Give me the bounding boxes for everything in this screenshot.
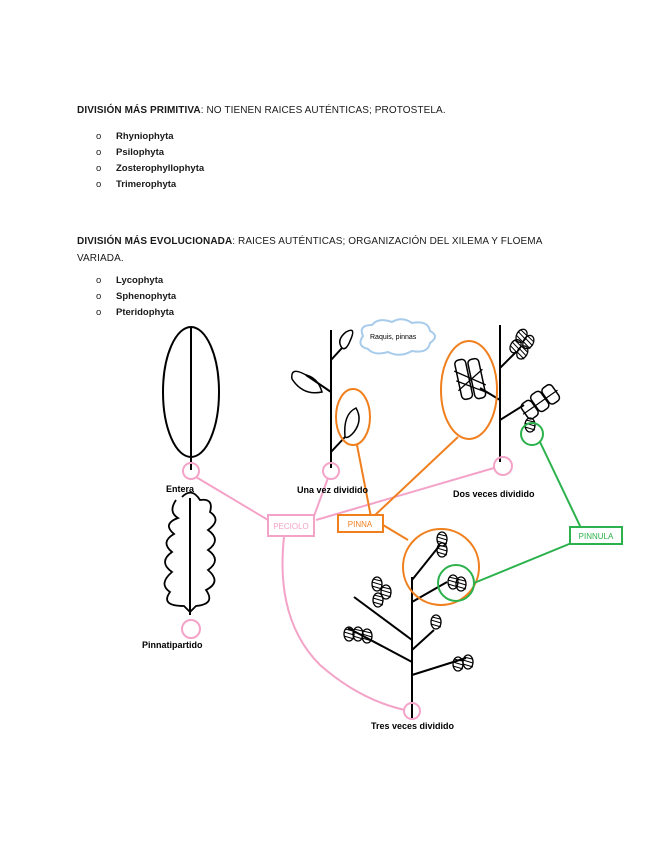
- tag-pinnula: PINNULA: [569, 526, 623, 545]
- pinna-circle-tres-veces: [402, 528, 480, 606]
- list-item: o Pteridophyta: [96, 305, 176, 321]
- list-item: o Zosterophyllophyta: [96, 161, 204, 177]
- pinna-connectors: [335, 340, 498, 606]
- list-item-label: Rhyniophyta: [116, 131, 174, 142]
- bullet-mark: o: [96, 131, 102, 142]
- label-pinnatipartido: Pinnatipartido: [142, 640, 203, 650]
- leaf-una-vez: [291, 329, 360, 468]
- peciolo-connectors: [181, 456, 513, 720]
- leaf-dos-veces: [453, 325, 561, 462]
- bullet-mark: o: [96, 179, 102, 190]
- heading-evolved: DIVISIÓN MÁS EVOLUCIONADA: [77, 236, 233, 247]
- label-dos-veces: Dos veces dividido: [453, 489, 535, 499]
- list-item: o Lycophyta: [96, 273, 176, 289]
- pinnula-connectors: [437, 422, 582, 602]
- list-item-label: Sphenophyta: [116, 291, 177, 302]
- cloud-label: Raquis, pinnas: [370, 334, 417, 341]
- list-item-label: Trimerophyta: [116, 179, 177, 190]
- bullet-mark: o: [96, 307, 102, 318]
- tag-peciolo: PECIOLO: [267, 514, 315, 537]
- cloud-callout: Raquis, pinnas: [359, 318, 436, 356]
- label-una-vez: Una vez dividido: [297, 485, 369, 495]
- list-item-label: Zosterophyllophyta: [116, 163, 205, 174]
- paragraph-primitive: DIVISIÓN MÁS PRIMITIVA: NO TIENEN RAICES…: [77, 105, 597, 116]
- text-primitive: : NO TIENEN RAICES AUTÉNTICAS; PROTOSTEL…: [200, 105, 446, 116]
- bullet-mark: o: [96, 291, 102, 302]
- peciolo-circle-una-vez: [322, 462, 340, 480]
- leaf-pinnatipartido: [163, 491, 217, 615]
- heading-primitive: DIVISIÓN MÁS PRIMITIVA: [77, 105, 201, 116]
- list-item: o Rhyniophyta: [96, 129, 204, 145]
- pinna-circle-dos-veces: [440, 340, 498, 440]
- bullet-mark: o: [96, 163, 102, 174]
- tag-peciolo-label: PECIOLO: [273, 522, 309, 531]
- list-item: o Trimerophyta: [96, 177, 204, 193]
- text-evolved: : RAICES AUTÉNTICAS; ORGANIZACIÓN DEL XI…: [77, 236, 542, 264]
- list-item-label: Pteridophyta: [116, 307, 175, 318]
- paragraph-evolved: DIVISIÓN MÁS EVOLUCIONADA: RAICES AUTÉNT…: [77, 233, 577, 267]
- bullet-mark: o: [96, 147, 102, 158]
- list-item: o Sphenophyta: [96, 289, 176, 305]
- pinnula-circle-dos-veces: [520, 422, 544, 446]
- peciolo-circle-pinnatipartido: [181, 619, 201, 639]
- list-item-label: Psilophyta: [116, 147, 165, 158]
- label-entera: Entera: [166, 484, 195, 494]
- peciolo-circle-entera: [182, 462, 200, 480]
- label-tres-veces: Tres veces dividido: [371, 721, 455, 731]
- tag-pinna-label: PINNA: [348, 520, 373, 529]
- leaf-entera: [162, 326, 220, 470]
- leaf-tres-veces: [343, 531, 474, 718]
- peciolo-circle-tres-veces: [403, 702, 421, 720]
- pinna-circle-una-vez: [335, 388, 371, 446]
- peciolo-circle-dos-veces: [493, 456, 513, 476]
- tag-pinna: PINNA: [337, 514, 384, 533]
- bullet-mark: o: [96, 275, 102, 286]
- tag-pinnula-label: PINNULA: [579, 532, 614, 541]
- list-item: o Psilophyta: [96, 145, 204, 161]
- list-item-label: Lycophyta: [116, 275, 164, 286]
